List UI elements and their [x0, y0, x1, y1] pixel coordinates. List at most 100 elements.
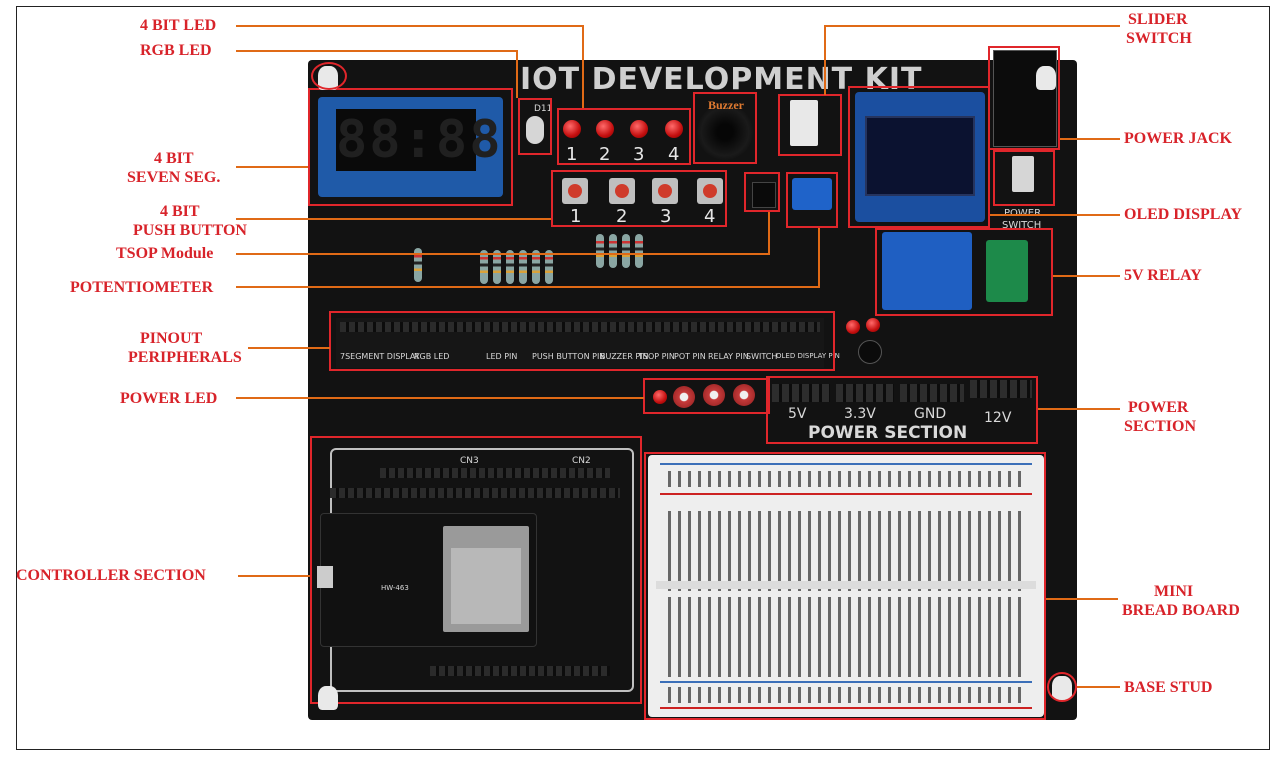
figure-frame — [16, 6, 1270, 750]
led-number-3: 3 — [633, 144, 645, 165]
bb-blue-rail-top — [660, 463, 1032, 465]
push-button-4 — [697, 178, 723, 204]
resistor — [414, 248, 422, 282]
resistor — [493, 250, 501, 284]
tsop-module — [752, 182, 776, 208]
oled-screen — [865, 116, 975, 196]
bb-center-channel — [656, 581, 1036, 589]
seven-segment-digits: 88:88 — [336, 109, 503, 171]
rail-5v: 5V — [788, 406, 807, 422]
base-stud-highlight-top — [311, 62, 347, 90]
power-header-3v3 — [836, 384, 894, 402]
leader-seven-seg — [236, 166, 308, 168]
label-push-button-2: PUSH BUTTON — [133, 222, 247, 239]
leader-power-led — [236, 397, 644, 399]
capacitor — [673, 386, 695, 408]
pinout-led: LED PIN — [486, 352, 518, 361]
oled-highlight — [848, 86, 990, 228]
relay — [882, 232, 972, 310]
push-button-2 — [609, 178, 635, 204]
button-number-3: 3 — [660, 206, 672, 227]
cn3-label: CN3 — [460, 456, 479, 466]
label-oled: OLED DISPLAY — [1124, 206, 1243, 223]
leader-controller — [238, 575, 310, 577]
bb-rail-holes-bottom — [668, 687, 1024, 703]
pinout-push-button: PUSH BUTTON PIN — [532, 352, 606, 361]
label-seven-seg-2: SEVEN SEG. — [127, 169, 221, 186]
pinout-tsop: TSOP PIN — [638, 352, 675, 361]
pinout-rgb: RGB LED — [414, 352, 450, 361]
resistor — [596, 234, 604, 268]
pinout-highlight — [329, 311, 835, 371]
pinout-7segment: 7SEGMENT DISPLAY — [340, 352, 420, 361]
power-header-gnd — [900, 384, 964, 402]
bb-holes-upper — [668, 511, 1024, 591]
leader-slider-v — [824, 25, 826, 95]
bb-red-rail-bottom — [660, 707, 1032, 709]
label-seven-seg-1: 4 BIT — [154, 150, 194, 167]
resistor — [622, 234, 630, 268]
potentiometer-highlight — [786, 172, 838, 228]
button-number-1: 1 — [570, 206, 582, 227]
led-number-1: 1 — [566, 144, 578, 165]
power-switch-label-1: POWER — [1004, 208, 1041, 219]
base-stud — [1036, 66, 1056, 90]
esp32-board: HW-463 — [317, 513, 537, 647]
relay-led — [866, 318, 880, 332]
label-controller: CONTROLLER SECTION — [16, 567, 206, 584]
pinout-pot: POT PIN — [674, 352, 706, 361]
label-power-jack: POWER JACK — [1124, 130, 1232, 147]
tsop-highlight — [744, 172, 780, 212]
label-power-section-1: POWER — [1128, 399, 1189, 416]
bottom-header — [430, 666, 610, 676]
rgb-led — [526, 116, 544, 144]
bb-red-rail-top — [660, 493, 1032, 495]
leader-pot-v — [818, 228, 820, 288]
pinout-switch: SWITCH — [746, 352, 778, 361]
pinout-header — [340, 322, 820, 332]
buzzer-label: Buzzer — [708, 98, 744, 112]
controller-highlight — [310, 436, 642, 704]
led-3 — [630, 120, 648, 138]
esp-top-header — [330, 488, 620, 498]
esp-label: HW-463 — [381, 584, 409, 592]
cn2-label: CN2 — [572, 456, 591, 466]
label-breadboard-1: MINI — [1154, 583, 1194, 600]
resistor — [545, 250, 553, 284]
led-4 — [665, 120, 683, 138]
leader-slider — [824, 25, 1120, 27]
label-relay: 5V RELAY — [1124, 267, 1202, 284]
bb-blue-rail-bottom — [660, 681, 1032, 683]
potentiometer — [792, 178, 832, 210]
relay-highlight — [875, 228, 1053, 316]
label-pinout-1: PINOUT — [140, 330, 203, 347]
bb-holes-lower — [668, 597, 1024, 677]
power-header-5v — [772, 384, 830, 402]
pinout-oled: OLED DISPLAY PIN — [776, 352, 840, 360]
rail-12v: 12V — [984, 410, 1012, 426]
led-number-2: 2 — [599, 144, 611, 165]
leader-base-stud — [1077, 686, 1120, 688]
label-power-section-2: SECTION — [1124, 418, 1197, 435]
label-pinout-2: PERIPHERALS — [128, 349, 242, 366]
buzzer — [697, 104, 753, 160]
relay-led — [846, 320, 860, 334]
buzzer-highlight — [693, 92, 757, 164]
leader-power-section — [1038, 408, 1120, 410]
leader-power-jack — [1060, 138, 1120, 140]
resistor — [609, 234, 617, 268]
pinout-relay: RELAY PIN — [708, 352, 749, 361]
label-slider-2: SWITCH — [1126, 30, 1192, 47]
leader-push-button — [236, 218, 551, 220]
label-4bit-led: 4 BIT LED — [140, 17, 217, 34]
power-led-highlight — [643, 378, 770, 414]
transistor — [858, 340, 882, 364]
breadboard-highlight — [644, 452, 1046, 720]
leader-rgb-v — [516, 50, 518, 98]
capacitor — [733, 384, 755, 406]
leader-relay — [1053, 275, 1120, 277]
power-switch-highlight — [993, 150, 1055, 206]
oled-display-module — [855, 92, 985, 222]
leader-tsop-v — [768, 212, 770, 254]
cn3-header — [380, 468, 610, 478]
